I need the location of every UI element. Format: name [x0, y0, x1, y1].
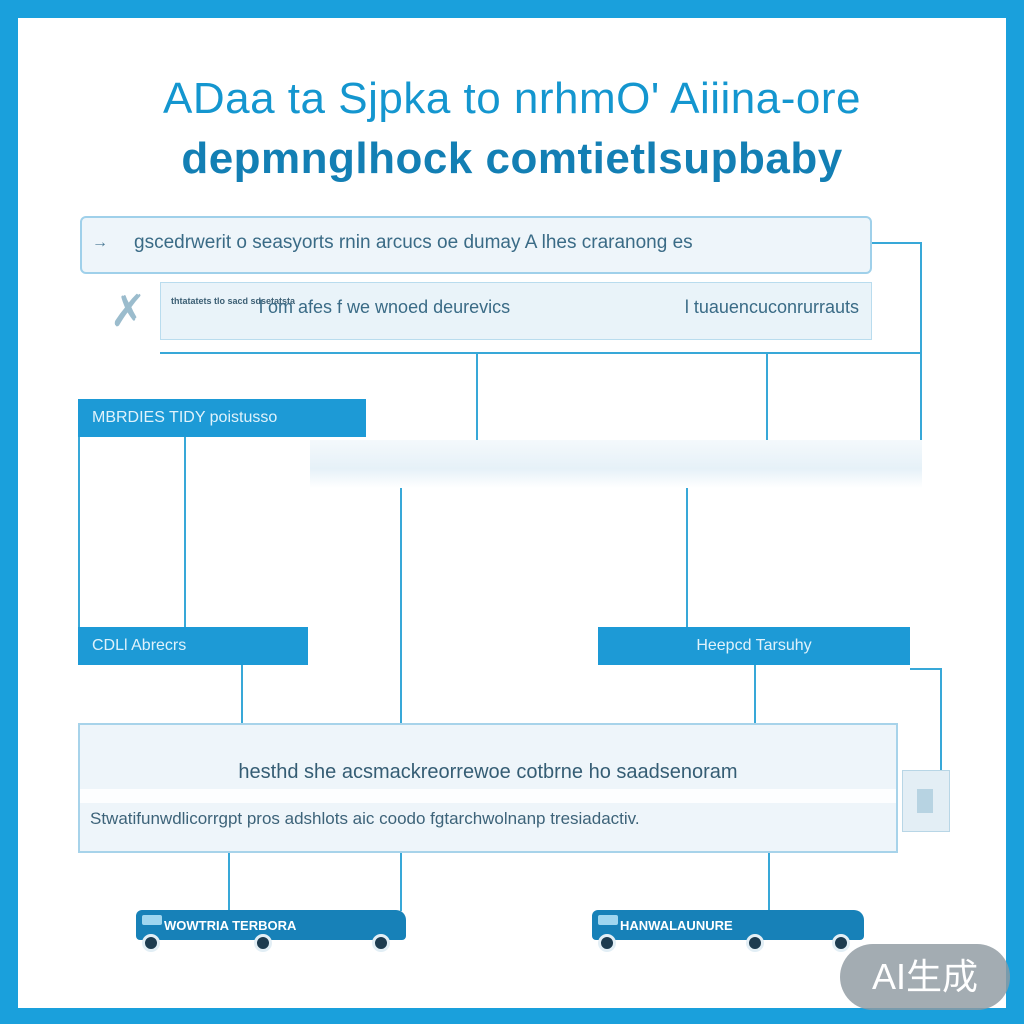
- bus-body: [136, 910, 406, 940]
- connector-right-center-vertical: [686, 488, 688, 627]
- side-node: [902, 770, 950, 832]
- sub-box-text-right: l tuauencuconrurrauts: [684, 297, 859, 317]
- connector-drop-2: [766, 352, 768, 470]
- connector-under-subbox: [160, 352, 922, 354]
- cross-icon: ✗: [109, 287, 147, 336]
- wheel-icon: [598, 934, 616, 952]
- sub-description-box: thtatatets tlo sacd sdsetatsta l om afes…: [160, 282, 872, 340]
- bus-window: [142, 915, 162, 925]
- main-box-line1: hesthd she acsmackreorrewoe cotbrne ho s…: [238, 761, 738, 783]
- connector-tag3-right: [910, 668, 942, 670]
- sub-box-text-left: l om afes f we wnoed deurevics: [259, 297, 511, 317]
- tag-left-top: MBRDIES TIDY poistusso: [78, 399, 366, 437]
- tag-right-mid: Heepcd Tarsuhy: [598, 627, 910, 665]
- connector-right-vertical: [920, 242, 922, 482]
- diagram-title-line1: ADaa ta Sjpka to nrhmO' Aiiina-ore: [163, 74, 861, 123]
- bus-icon-right: HANWALAUNURE: [592, 910, 864, 952]
- bus-right-label: HANWALAUNURE: [620, 918, 733, 933]
- sub-box-small-text: thtatatets tlo sacd sdsetatsta: [171, 296, 296, 306]
- connector-bus-left-a: [228, 853, 230, 911]
- diagram-title-line2: depmnglhock comtietlsupbaby: [181, 134, 843, 183]
- connector-tag2-down: [241, 665, 243, 723]
- connector-tag1-down: [184, 437, 186, 627]
- ai-generated-watermark: AI生成: [840, 944, 1010, 1010]
- wheel-icon: [254, 934, 272, 952]
- connector-top-arrow: [872, 242, 922, 244]
- top-box-text: gscedrwerit o seasyorts rnin arcucs oe d…: [134, 232, 693, 253]
- wheel-icon: [142, 934, 160, 952]
- bus-body: [592, 910, 864, 940]
- connector-drop-1: [476, 352, 478, 470]
- connector-tag3-down: [754, 665, 756, 723]
- connector-right-to-node: [940, 668, 942, 770]
- bus-icon-left: WOWTRIA TERBORA: [136, 910, 406, 952]
- main-description-box: hesthd she acsmackreorrewoe cotbrne ho s…: [78, 723, 898, 853]
- side-node-inner: [917, 789, 933, 813]
- faded-connector-band: [310, 440, 922, 488]
- connector-center-vertical: [400, 488, 402, 723]
- wheel-icon: [832, 934, 850, 952]
- connector-bus-right: [768, 853, 770, 911]
- connector-bus-left-b: [400, 853, 402, 911]
- main-box-divider: [80, 789, 896, 803]
- tag-left-mid: CDLl Abrecrs: [78, 627, 308, 665]
- bus-left-label: WOWTRIA TERBORA: [164, 918, 297, 933]
- wheel-icon: [746, 934, 764, 952]
- wheel-icon: [372, 934, 390, 952]
- connector-left-rail: [78, 437, 80, 627]
- bus-window: [598, 915, 618, 925]
- arrow-icon: →: [92, 234, 108, 251]
- main-box-line2: Stwatifunwdlicorrgpt pros adshlots aic c…: [90, 809, 640, 828]
- top-description-box: → gscedrwerit o seasyorts rnin arcucs oe…: [80, 216, 872, 274]
